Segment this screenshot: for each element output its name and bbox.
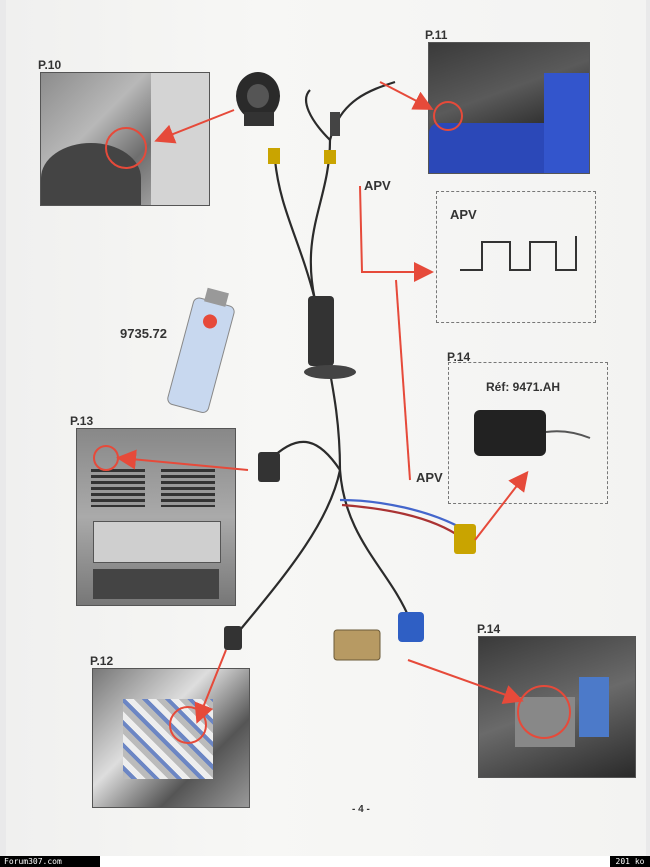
label-apv-lower: APV	[416, 470, 443, 485]
page-number: - 4 -	[352, 804, 370, 815]
connector-icon	[398, 612, 424, 642]
module-box-icon	[474, 410, 591, 456]
photo-p14-footwell	[478, 636, 636, 778]
wiring-harness-icon	[239, 80, 466, 631]
bottom-bar	[0, 856, 650, 867]
apv-signal-box	[436, 191, 596, 323]
footer-size: 201 ko	[610, 856, 650, 867]
label-p11: P.11	[425, 28, 448, 42]
photo-p10-wheel-arch	[40, 72, 210, 206]
connector-icon	[224, 626, 242, 650]
connector-icon	[308, 296, 334, 366]
aerosol-can-icon	[167, 287, 235, 413]
apv-signal-line	[359, 185, 434, 481]
connector-icon	[268, 148, 280, 164]
module-box-icon	[333, 629, 381, 661]
connector-icon	[454, 524, 476, 554]
siren-icon	[236, 72, 280, 126]
photo-p12-under-dash	[92, 668, 250, 808]
label-part-number: 9735.72	[120, 326, 167, 341]
photo-p13-dashboard	[76, 428, 236, 606]
connector-icon	[330, 112, 340, 136]
highlight-circles	[93, 101, 571, 744]
apv-square-wave	[460, 236, 577, 271]
footer-site: Forum307.com	[0, 856, 100, 867]
connector-icon	[324, 150, 336, 164]
module-ref-box	[448, 362, 608, 504]
label-p10: P.10	[38, 58, 62, 72]
label-apv-box: APV	[450, 207, 477, 222]
label-p14-top: P.14	[447, 350, 471, 364]
label-p12: P.12	[90, 654, 114, 668]
label-p13: P.13	[70, 414, 94, 428]
connector-icon	[258, 452, 280, 482]
label-p14-bottom: P.14	[477, 622, 501, 636]
photo-p11-engine-bay	[428, 42, 590, 174]
label-apv-wire: APV	[364, 178, 391, 193]
pointer-arrows	[116, 81, 529, 724]
label-ref: Réf: 9471.AH	[486, 380, 561, 394]
